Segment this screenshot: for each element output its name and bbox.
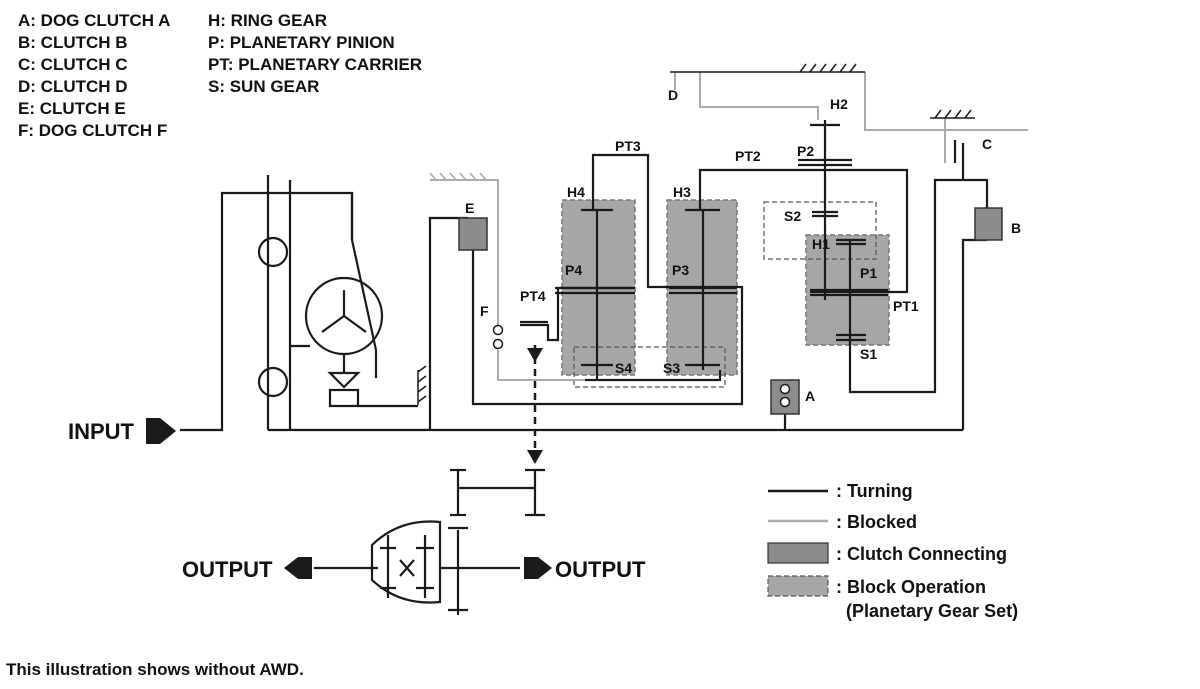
legend-clutch: : Clutch Connecting [836,544,1007,564]
label-A: A [805,388,816,404]
output-right-arrow-icon [524,557,552,579]
clutch-boxes [458,207,1003,415]
label-P1: P1 [860,265,878,281]
label-C: C [982,136,993,152]
output-left-arrow-icon [284,557,312,579]
dog-clutch-f [492,324,504,350]
key-col-2: H: RING GEAR P: PLANETARY PINION PT: PLA… [208,10,422,98]
key-item: D: CLUTCH D [18,77,128,96]
label-PT3: PT3 [615,138,641,154]
key-item: B: CLUTCH B [18,33,128,52]
key-item: PT: PLANETARY CARRIER [208,55,423,74]
label-H3: H3 [673,184,691,200]
key-item: A: DOG CLUTCH A [18,11,171,30]
label-H1: H1 [812,236,830,252]
legend-swatches [767,489,829,597]
label-S2: S2 [784,208,802,224]
label-input: INPUT [68,419,134,444]
input-arrow-icon [146,418,176,444]
label-PT2: PT2 [735,148,761,164]
label-S1: S1 [860,346,878,362]
label-PT1: PT1 [893,298,919,314]
label-output-left: OUTPUT [182,557,273,582]
label-PT4: PT4 [520,288,546,304]
legend-block-op-sub: (Planetary Gear Set) [846,601,1019,621]
key-item: S: SUN GEAR [208,77,320,96]
key-item: F: DOG CLUTCH F [18,121,168,140]
key-item: E: CLUTCH E [18,99,126,118]
label-F: F [480,303,489,319]
label-E: E [465,200,475,216]
legend-blocked: : Blocked [836,512,918,532]
legend-turning: : Turning [836,481,913,501]
label-S4: S4 [615,360,633,376]
key-item: C: CLUTCH C [18,55,128,74]
label-S3: S3 [663,360,681,376]
label-P3: P3 [672,262,690,278]
label-B: B [1011,220,1022,236]
legend-block-op: : Block Operation [836,577,987,597]
key-item: P: PLANETARY PINION [208,33,395,52]
label-D: D [668,87,679,103]
key-item: H: RING GEAR [208,11,327,30]
label-H2: H2 [830,96,848,112]
key-col-1: A: DOG CLUTCH A B: CLUTCH B C: CLUTCH C … [18,10,170,142]
footnote: This illustration shows without AWD. [6,660,304,679]
blocked-lines [430,72,1028,381]
turning-lines [180,120,989,615]
label-H4: H4 [567,184,585,200]
label-P2: P2 [797,143,815,159]
label-output-right: OUTPUT [555,557,646,582]
label-P4: P4 [565,262,583,278]
